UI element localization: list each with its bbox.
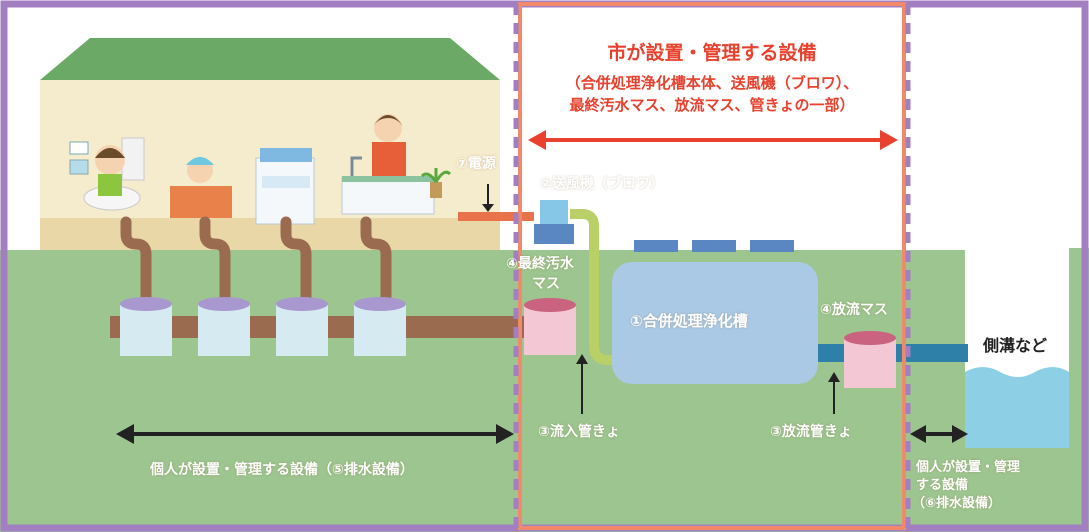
discharge-mass-label: ④放流マス <box>820 302 888 318</box>
inflow-pointer-arrowhead <box>576 354 588 364</box>
woman-apron <box>372 142 406 182</box>
washer-body <box>255 157 315 225</box>
mass-body <box>120 304 172 356</box>
child-shirt <box>98 174 122 196</box>
city-span-arrowhead-right <box>880 130 898 150</box>
air-pipe <box>570 209 618 365</box>
house-roof <box>40 38 500 80</box>
drain-pipes <box>120 216 392 316</box>
horizontal-drain-pipe <box>110 316 550 338</box>
private-mass-4 <box>354 297 406 356</box>
woman-head <box>374 114 402 142</box>
sink-counter <box>341 177 435 215</box>
plant-leaves <box>420 168 452 183</box>
final-mass-label-line1: ④最終汚水 <box>506 256 574 272</box>
toilet-illustration <box>69 137 145 211</box>
outflow-pointer-arrowhead <box>828 372 840 382</box>
individual-left-arrowhead-right <box>496 424 514 444</box>
ditch-label: 側溝など <box>983 336 1048 355</box>
tank-lid-1 <box>634 240 678 252</box>
private-masses <box>120 297 406 356</box>
outflow-pipe-label: ③放流管きょ <box>770 424 852 440</box>
drain-pipe-4 <box>360 216 392 316</box>
septic-tank-label: ①合併処理浄化槽 <box>630 312 748 330</box>
power-arrowhead <box>482 204 494 212</box>
city-managed-title: 市が設置・管理する設備 <box>607 42 817 64</box>
final-mass-label-line2: マス <box>532 276 560 292</box>
individual-managed-left-label: 個人が設置・管理する設備（⑤排水設備） <box>150 462 414 478</box>
individual-right-arrowhead-right <box>952 425 968 443</box>
power-line <box>458 212 534 221</box>
blower-base <box>534 224 574 244</box>
individual-managed-right-line3: （⑥排水設備） <box>912 496 1002 511</box>
blower-illustration <box>534 200 618 365</box>
mass-body <box>354 304 406 356</box>
ditch-water <box>965 367 1069 448</box>
private-mass-3 <box>276 297 328 356</box>
mass-lid <box>354 297 406 311</box>
drain-pipe-2 <box>199 216 231 316</box>
city-span-arrowhead-left <box>528 130 546 150</box>
mass-lid <box>276 297 328 311</box>
power-label: ⑦電源 <box>456 156 496 172</box>
final-mass-lid <box>524 298 576 312</box>
final-mass-body <box>524 305 576 355</box>
mass-body <box>198 304 250 356</box>
individual-right-arrowhead-left <box>910 425 926 443</box>
child-hair <box>95 148 125 158</box>
washer-lid <box>260 148 312 162</box>
woman-hair <box>372 115 404 128</box>
mass-lid <box>120 297 172 311</box>
individual-managed-right-line1: 個人が設置・管理 <box>916 460 1021 475</box>
individual-managed-right-line2: する設備 <box>916 478 969 493</box>
plant-pot <box>430 182 442 198</box>
discharge-mass <box>844 331 896 388</box>
individual-left-arrowhead-left <box>116 424 134 444</box>
toilet-tank <box>121 137 145 181</box>
mass-body <box>276 304 328 356</box>
tank-lid-2 <box>692 240 736 252</box>
wall-frame <box>69 141 89 155</box>
tank-body <box>612 262 818 384</box>
kitchen-illustration <box>341 114 452 215</box>
inflow-pipe-label: ③流入管きょ <box>538 424 620 440</box>
discharge-mass-lid <box>844 331 896 345</box>
sink-top <box>342 176 434 182</box>
drain-pipe-3 <box>280 216 312 316</box>
city-managed-subtitle-line2: 最終汚水マス、放流マス、管きょの一部） <box>569 96 855 114</box>
bath-illustration <box>170 157 232 218</box>
final-sewage-mass <box>524 298 576 355</box>
blower-top <box>540 200 568 224</box>
mass-lid <box>198 297 250 311</box>
discharge-mass-body <box>844 338 896 388</box>
blower-label: ②送風機（ブロワ） <box>540 176 664 192</box>
septic-tank-illustration <box>612 240 818 384</box>
tank-lid-3 <box>750 240 794 252</box>
city-managed-frame <box>518 2 906 530</box>
private-mass-2 <box>198 297 250 356</box>
drain-pipe-1 <box>120 216 152 316</box>
washer-panel <box>262 176 310 188</box>
faucet <box>350 156 362 176</box>
private-mass-1 <box>120 297 172 356</box>
washing-machine-illustration <box>255 148 315 225</box>
bathtub <box>170 186 232 218</box>
bath-towel <box>186 157 214 165</box>
city-managed-subtitle-line1: （合併処理浄化槽本体、送風機（ブロワ）、 <box>565 74 859 92</box>
wall-paper-holder <box>69 159 89 175</box>
